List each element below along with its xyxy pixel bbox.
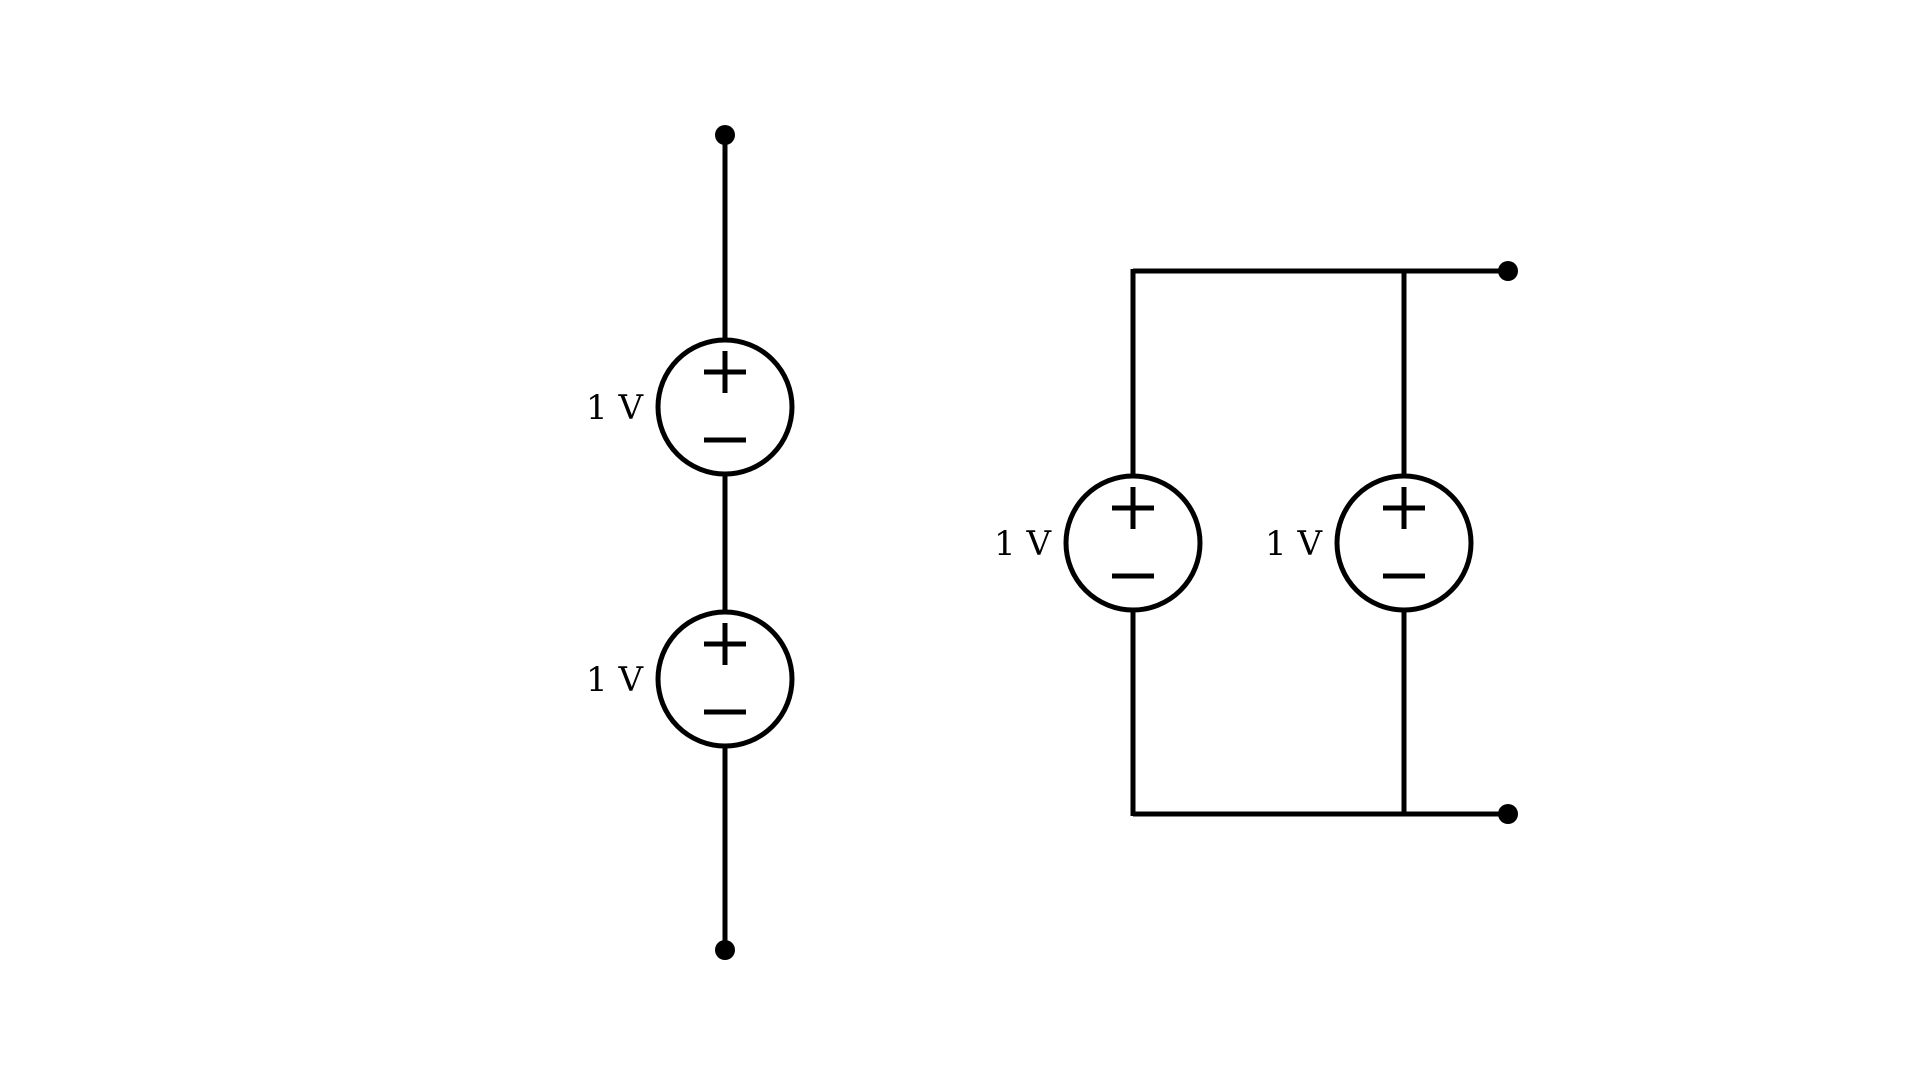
parallel-circuit: 1 V 1 V [994,261,1518,824]
voltage-label: 1 V [994,524,1052,564]
parallel-terminal-bottom[interactable] [1498,804,1518,824]
series-circuit: 1 V 1 V [586,125,795,960]
plus-sign-icon [704,351,746,393]
plus-sign-icon [1383,487,1425,529]
voltage-label: 1 V [1265,524,1323,564]
plus-sign-icon [704,623,746,665]
plus-sign-icon [1112,487,1154,529]
voltage-source-symbol [1063,473,1203,613]
series-terminal-top[interactable] [715,125,735,145]
series-terminal-bottom[interactable] [715,940,735,960]
voltage-label: 1 V [586,388,644,428]
voltage-source-symbol [655,337,795,477]
series-voltage-source-bottom: 1 V [586,609,795,749]
voltage-source-symbol [1334,473,1474,613]
parallel-voltage-source-left: 1 V [994,473,1203,613]
parallel-terminal-top[interactable] [1498,261,1518,281]
voltage-source-symbol [655,609,795,749]
parallel-voltage-source-right: 1 V [1265,473,1474,613]
voltage-label: 1 V [586,660,644,700]
series-voltage-source-top: 1 V [586,337,795,477]
